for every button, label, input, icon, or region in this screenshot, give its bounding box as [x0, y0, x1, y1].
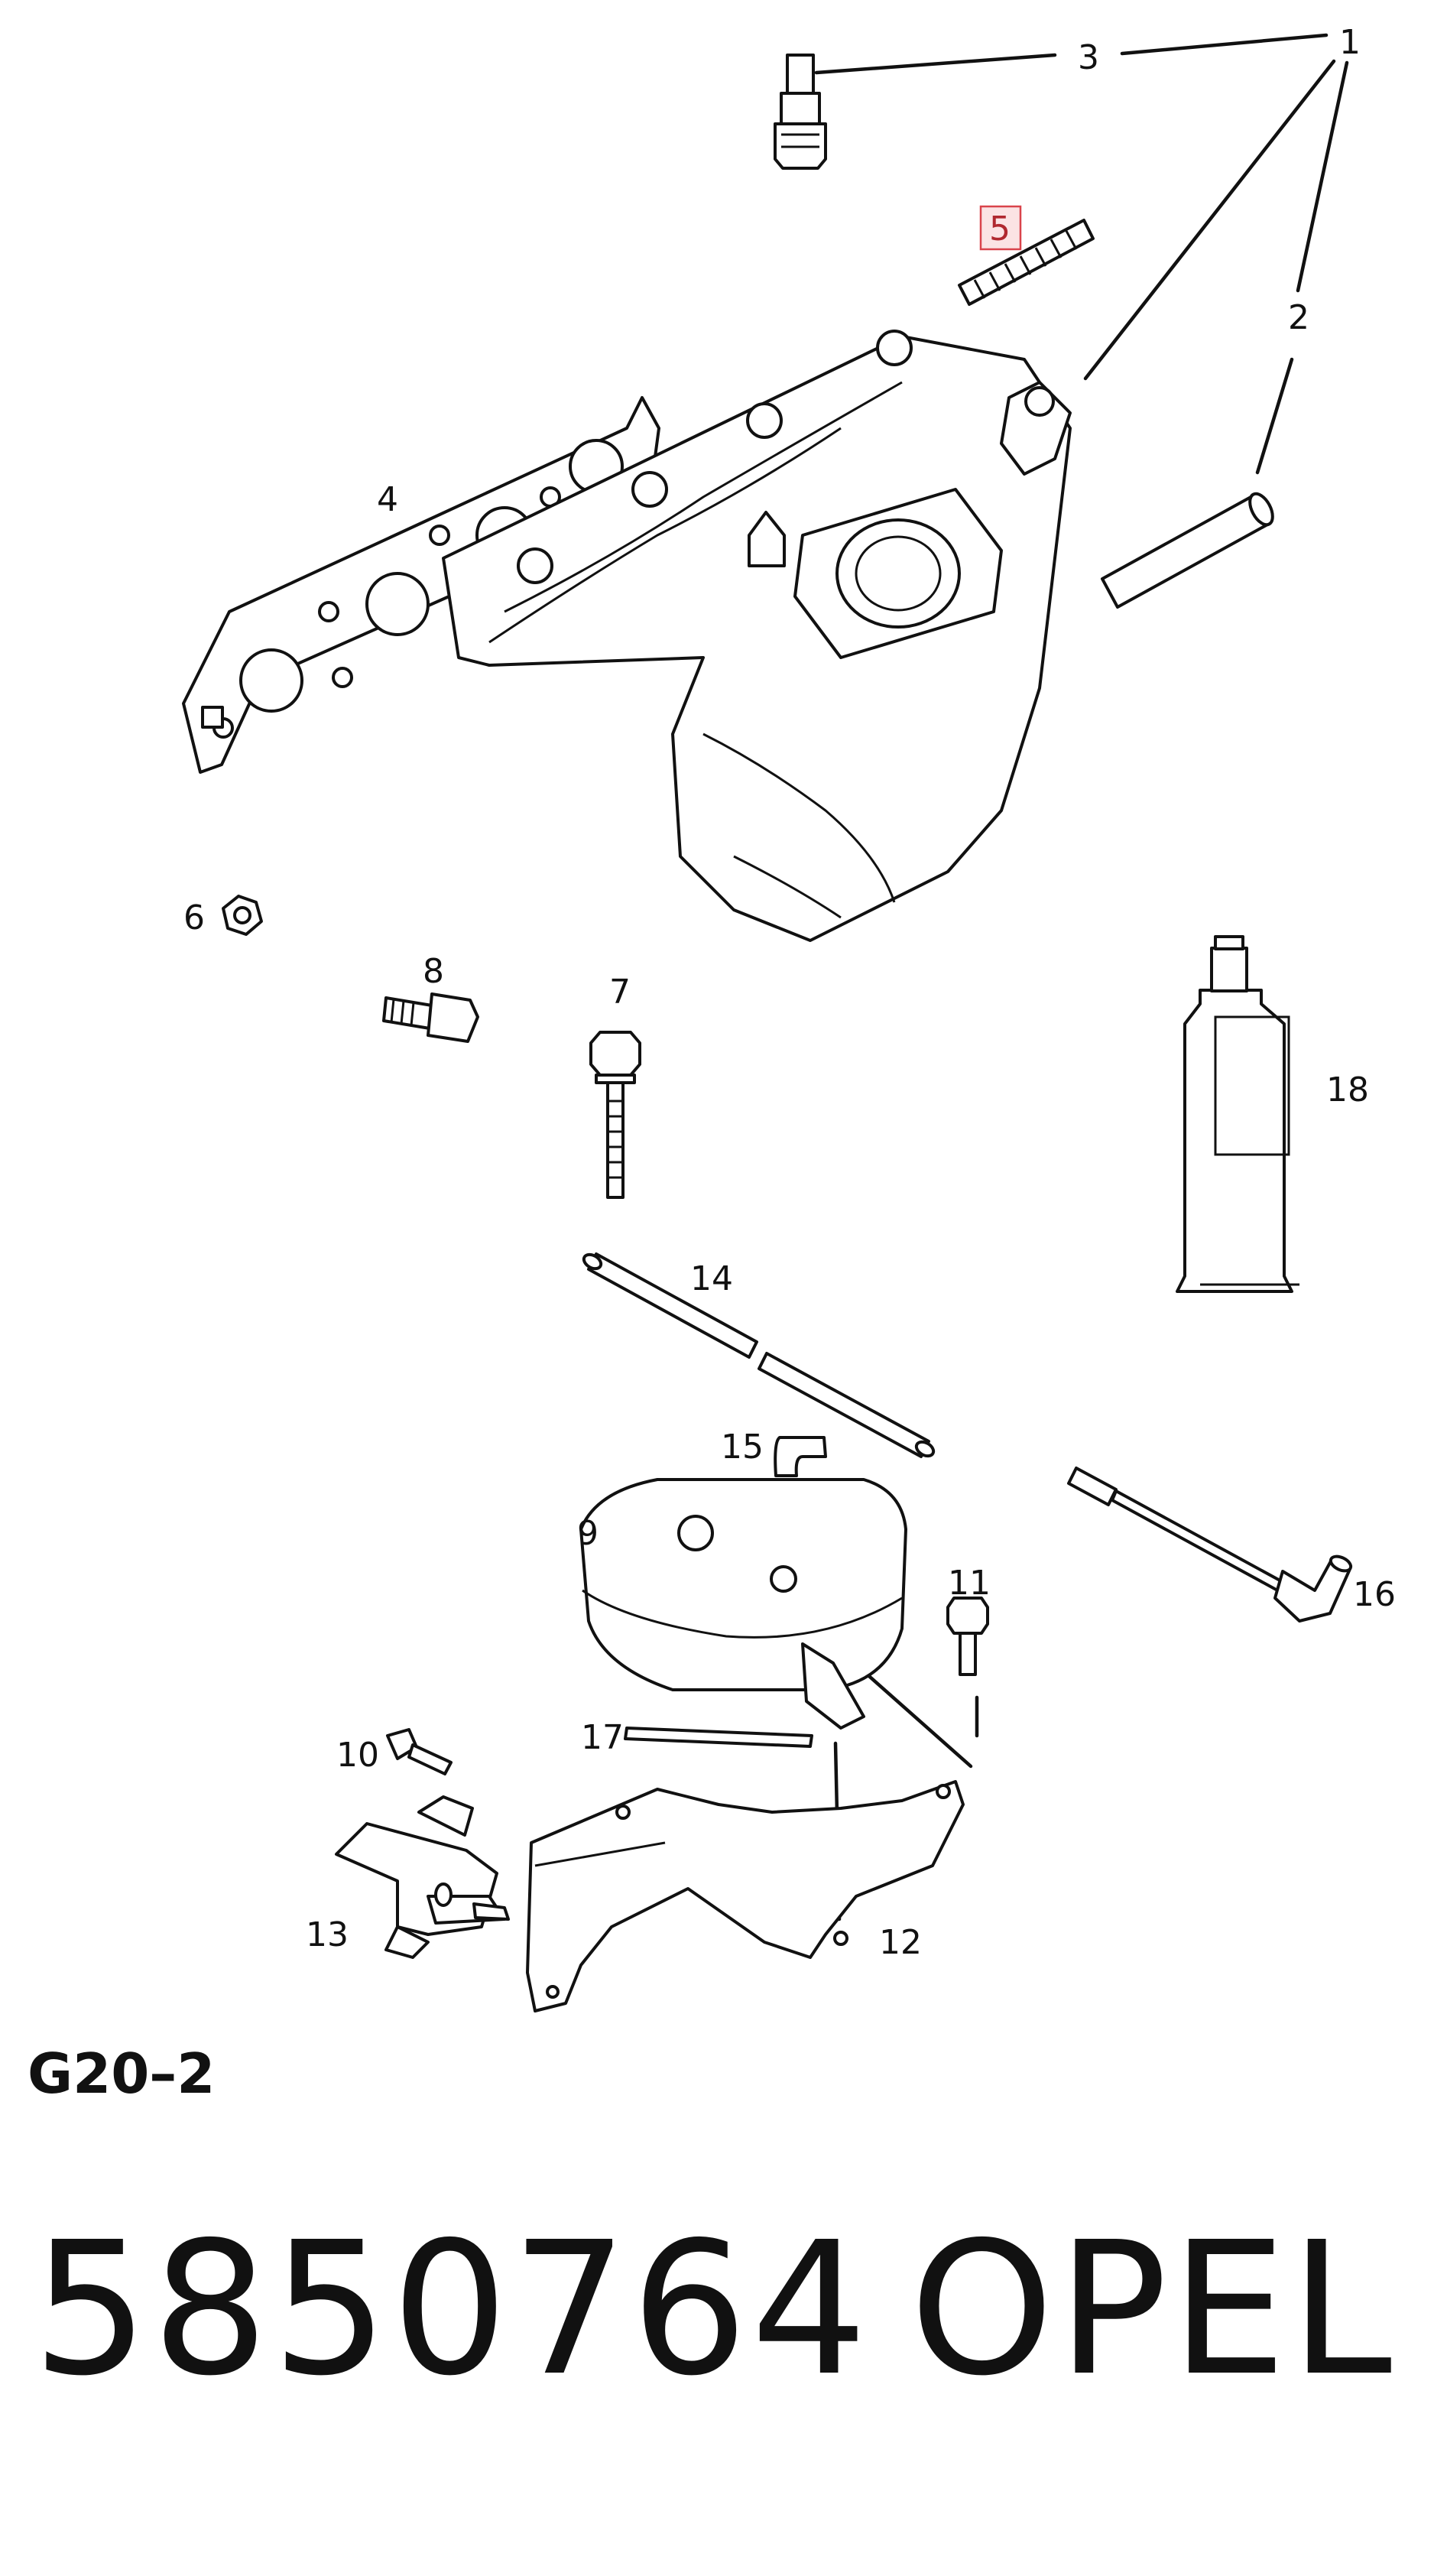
label-7: 7: [609, 973, 631, 1012]
part-11-bolt: [946, 1597, 989, 1676]
part-14-hoses: [582, 1252, 936, 1458]
label-15: 15: [721, 1428, 764, 1467]
part-12-bracket: [526, 1780, 965, 2012]
part-10-bolt: [386, 1728, 453, 1775]
part-1-exhaust-manifold: [442, 330, 1072, 942]
part-8-bolt: [382, 992, 479, 1043]
part-13-valve: [335, 1795, 510, 1959]
brand-name: OPEL: [910, 2202, 1395, 2416]
label-3: 3: [1078, 38, 1099, 77]
label-8: 8: [423, 952, 444, 991]
part-9-canister: [579, 1478, 907, 1730]
label-11: 11: [948, 1564, 991, 1603]
part-15-elbow-hose: [774, 1436, 827, 1477]
highlight-box-5: [979, 205, 1022, 251]
label-6: 6: [183, 898, 205, 937]
part-number: 5850764: [32, 2202, 871, 2416]
part-6-nut: [222, 895, 263, 936]
label-4: 4: [377, 480, 398, 519]
label-17: 17: [581, 1718, 624, 1757]
callout-labels: 1 2 3 4 5 6 7 8 9 10 11 12 13 14 15 16 1…: [183, 23, 1396, 1962]
part-3-sensor: [774, 54, 827, 170]
label-10: 10: [336, 1736, 379, 1775]
part-16-hose: [1067, 1467, 1353, 1623]
label-9: 9: [577, 1514, 599, 1553]
label-12: 12: [879, 1923, 922, 1962]
label-14: 14: [690, 1259, 733, 1298]
label-16: 16: [1353, 1575, 1396, 1614]
part-17-strip: [624, 1727, 813, 1748]
label-1: 1: [1339, 23, 1361, 62]
label-13: 13: [306, 1915, 349, 1954]
label-2: 2: [1288, 298, 1309, 337]
part-18-sealant-tube: [1176, 935, 1299, 1293]
part-2-pin: [1101, 492, 1274, 609]
label-18: 18: [1326, 1070, 1369, 1109]
diagram-code: G20–2: [28, 2042, 216, 2106]
part-5-stud: [958, 219, 1095, 306]
label-5: 5: [989, 210, 1011, 249]
part-7-bolt: [589, 1031, 641, 1199]
